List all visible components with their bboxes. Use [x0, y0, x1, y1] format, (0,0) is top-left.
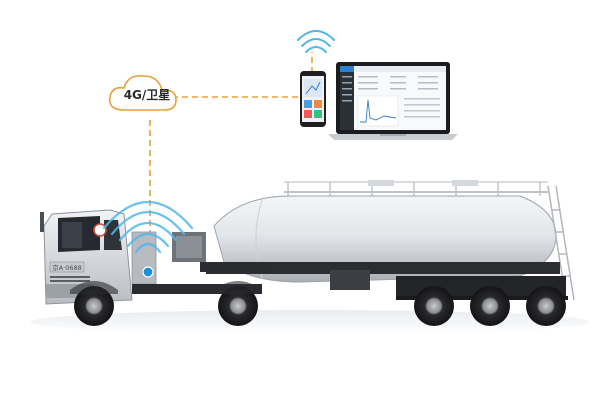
phone-tile-blue [304, 100, 312, 108]
trailer-wheel-1 [414, 286, 454, 326]
phone-tile-red [304, 110, 312, 118]
connection-lines [149, 52, 313, 262]
cloud-label: 4G/卫星 [123, 88, 171, 102]
drive-wheel [218, 286, 258, 326]
truck-signal-icon [102, 201, 194, 254]
license-plate-panel [49, 261, 85, 273]
laptop [328, 62, 458, 140]
trailer-wheel-2 [470, 286, 510, 326]
wifi-signal-icon [297, 30, 335, 53]
cloud-icon [108, 74, 177, 111]
tanker-trailer [206, 180, 575, 301]
wheels [74, 286, 566, 326]
gps-tracker-icon [142, 266, 154, 278]
phone-tile-green [314, 110, 322, 118]
laptop-sidebar [340, 66, 354, 130]
laptop-chart-panel [357, 95, 399, 127]
smartphone [300, 71, 326, 127]
trailer-wheel-3 [526, 286, 566, 326]
phone-tile-orange [314, 100, 322, 108]
phone-map-tile [304, 79, 322, 97]
front-wheel [74, 286, 114, 326]
side-mirror [40, 212, 44, 232]
laptop-table-rows [358, 76, 438, 90]
hazmat-badge-icon [93, 223, 107, 237]
license-plate: 京A·0688 [52, 263, 82, 272]
